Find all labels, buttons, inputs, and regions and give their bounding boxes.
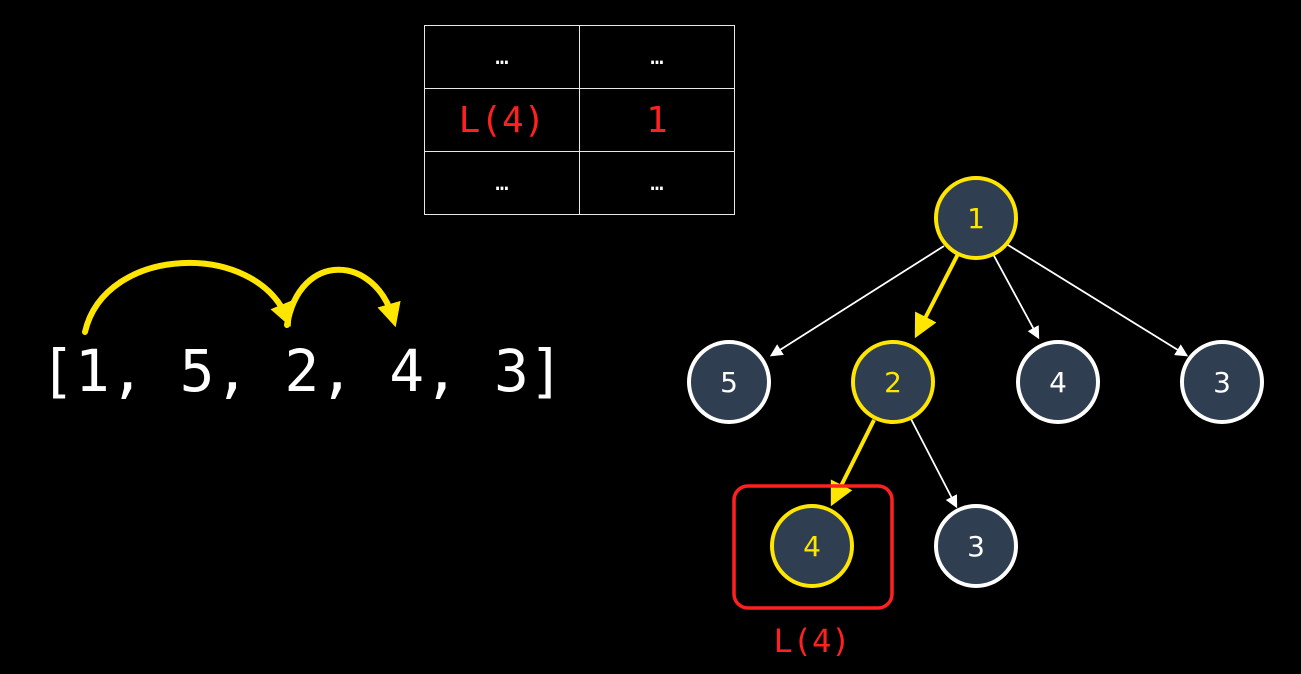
jump-arrow-1-to-2	[82, 260, 293, 335]
array-text: [1, 5, 2, 4, 3]	[40, 337, 564, 405]
highlight-box-label: L(4)	[773, 622, 850, 660]
memo-row: … …	[424, 151, 735, 215]
edge-2-to-4	[830, 419, 876, 507]
memo-table: … … L(4) 1 … …	[424, 25, 735, 215]
edge-root-to-3	[1007, 244, 1189, 357]
edge-root-to-4	[992, 253, 1040, 340]
memo-value-cell: …	[579, 25, 735, 89]
tree-node-4: 4	[1016, 340, 1100, 424]
memo-row-highlighted: L(4) 1	[424, 88, 735, 152]
tree-node-2: 2	[851, 340, 935, 424]
tree-node-5: 5	[687, 340, 771, 424]
jump-arrow-2-to-4	[284, 266, 401, 328]
memo-row: … …	[424, 25, 735, 89]
tree-node-grandchild-4: 4	[770, 504, 854, 588]
tree-node-label: 5	[720, 366, 738, 399]
memo-key-cell: …	[424, 151, 580, 215]
tree-node-3: 3	[1180, 340, 1264, 424]
tree-node-label: 3	[967, 530, 985, 563]
tree-node-label: 4	[803, 530, 821, 563]
tree-node-label: 2	[884, 366, 902, 399]
edge-root-to-5	[769, 245, 945, 357]
tree-node-grandchild-3: 3	[934, 504, 1018, 588]
memo-value-cell: …	[579, 151, 735, 215]
tree-node-label: 4	[1049, 366, 1067, 399]
tree-node-label: 1	[967, 202, 985, 235]
tree-node-label: 3	[1213, 366, 1231, 399]
edge-root-to-2	[914, 253, 960, 339]
memo-key-cell: …	[424, 25, 580, 89]
highlight-box	[732, 484, 894, 610]
edge-2-to-3	[910, 418, 958, 509]
tree-node-root: 1	[934, 176, 1018, 260]
